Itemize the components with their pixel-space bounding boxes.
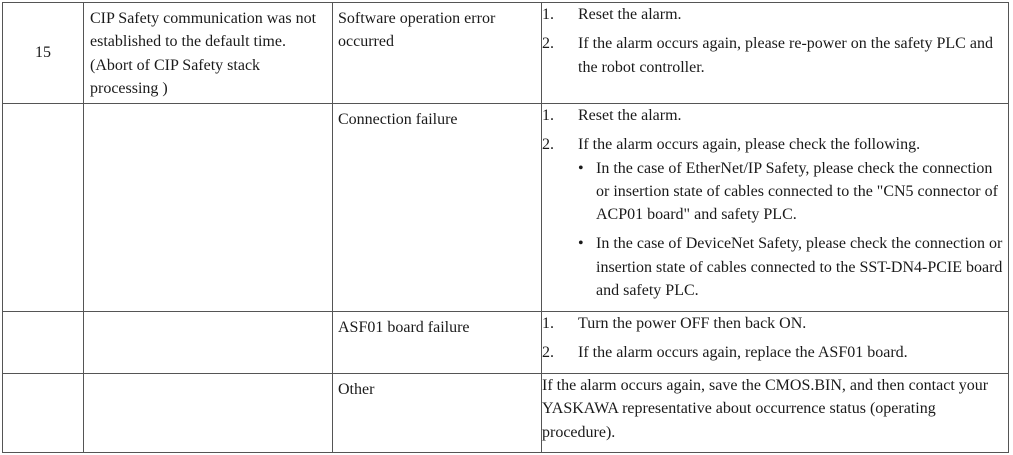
step-number: 2. — [542, 35, 554, 53]
detail-cell: Other — [332, 373, 542, 453]
step-body: If the alarm occurs again, please check … — [578, 133, 1008, 302]
detail-text: Software operation error occurred — [338, 10, 496, 51]
detail-text: Other — [338, 381, 375, 398]
step-text: If the alarm occurs again, please re-pow… — [578, 35, 993, 76]
step-number: 2. — [542, 136, 554, 154]
detail-text: Connection failure — [338, 111, 458, 128]
table-row: 15 CIP Safety communication was not esta… — [2, 2, 1009, 104]
check-item: • In the case of DeviceNet Safety, pleas… — [578, 232, 1008, 302]
alarm-number-cell: 15 — [2, 2, 84, 104]
check-item-text: In the case of DeviceNet Safety, please … — [596, 235, 1003, 300]
remedy-text: If the alarm occurs again, save the CMOS… — [542, 377, 989, 441]
alarm-cause: CIP Safety communication was not establi… — [90, 10, 317, 97]
alarm-number: 15 — [35, 44, 51, 61]
remedy-step: 1. Turn the power OFF then back ON. — [542, 312, 1008, 335]
remedy-step: 1. Reset the alarm. — [542, 3, 1008, 26]
remedy-steps: 1. Reset the alarm. 2. If the alarm occu… — [542, 3, 1008, 79]
step-number: 1. — [542, 315, 554, 332]
alarm-number-cell-empty — [2, 311, 84, 374]
step-text: Reset the alarm. — [578, 6, 682, 23]
remedy-steps: 1. Turn the power OFF then back ON. 2. I… — [542, 312, 1008, 365]
bullet-icon: • — [578, 159, 584, 177]
detail-cell: Software operation error occurred — [332, 2, 542, 104]
remedy-step: 2. If the alarm occurs again, please che… — [542, 133, 1008, 302]
remedy-cell: 1. Turn the power OFF then back ON. 2. I… — [541, 311, 1009, 374]
detail-cell: Connection failure — [332, 103, 542, 312]
remedy-cell: If the alarm occurs again, save the CMOS… — [541, 373, 1009, 453]
alarm-cause-cell-empty — [83, 311, 333, 374]
step-number: 1. — [542, 6, 554, 23]
table-row: Other If the alarm occurs again, save th… — [2, 373, 1009, 453]
alarm-cause-cell-empty — [83, 103, 333, 312]
step-text: If the alarm occurs again, replace the A… — [578, 344, 908, 362]
alarm-number-cell-empty — [2, 373, 84, 453]
remedy-step: 2. If the alarm occurs again, replace th… — [542, 341, 1008, 364]
step-text: Turn the power OFF then back ON. — [578, 315, 807, 332]
step-number: 2. — [542, 344, 554, 362]
detail-text: ASF01 board failure — [338, 319, 470, 336]
step-number: 1. — [542, 107, 554, 124]
table-row: Connection failure 1. Reset the alarm. 2… — [2, 103, 1009, 312]
alarm-number-cell-empty — [2, 103, 84, 312]
alarm-cause-cell-empty — [83, 373, 333, 453]
remedy-step: 1. Reset the alarm. — [542, 104, 1008, 127]
step-text: Reset the alarm. — [578, 107, 682, 124]
check-item-text: In the case of EtherNet/IP Safety, pleas… — [596, 159, 998, 224]
remedy-steps: 1. Reset the alarm. 2. If the alarm occu… — [542, 104, 1008, 302]
check-list: • In the case of EtherNet/IP Safety, ple… — [578, 157, 1008, 303]
remedy-cell: 1. Reset the alarm. 2. If the alarm occu… — [541, 103, 1009, 312]
table-row: ASF01 board failure 1. Turn the power OF… — [2, 311, 1009, 374]
check-item: • In the case of EtherNet/IP Safety, ple… — [578, 157, 1008, 227]
step-text: If the alarm occurs again, please check … — [578, 136, 921, 154]
detail-cell: ASF01 board failure — [332, 311, 542, 374]
alarm-cause-cell: CIP Safety communication was not establi… — [83, 2, 333, 104]
remedy-step: 2. If the alarm occurs again, please re-… — [542, 32, 1008, 79]
remedy-cell: 1. Reset the alarm. 2. If the alarm occu… — [541, 2, 1009, 104]
bullet-icon: • — [578, 235, 584, 253]
